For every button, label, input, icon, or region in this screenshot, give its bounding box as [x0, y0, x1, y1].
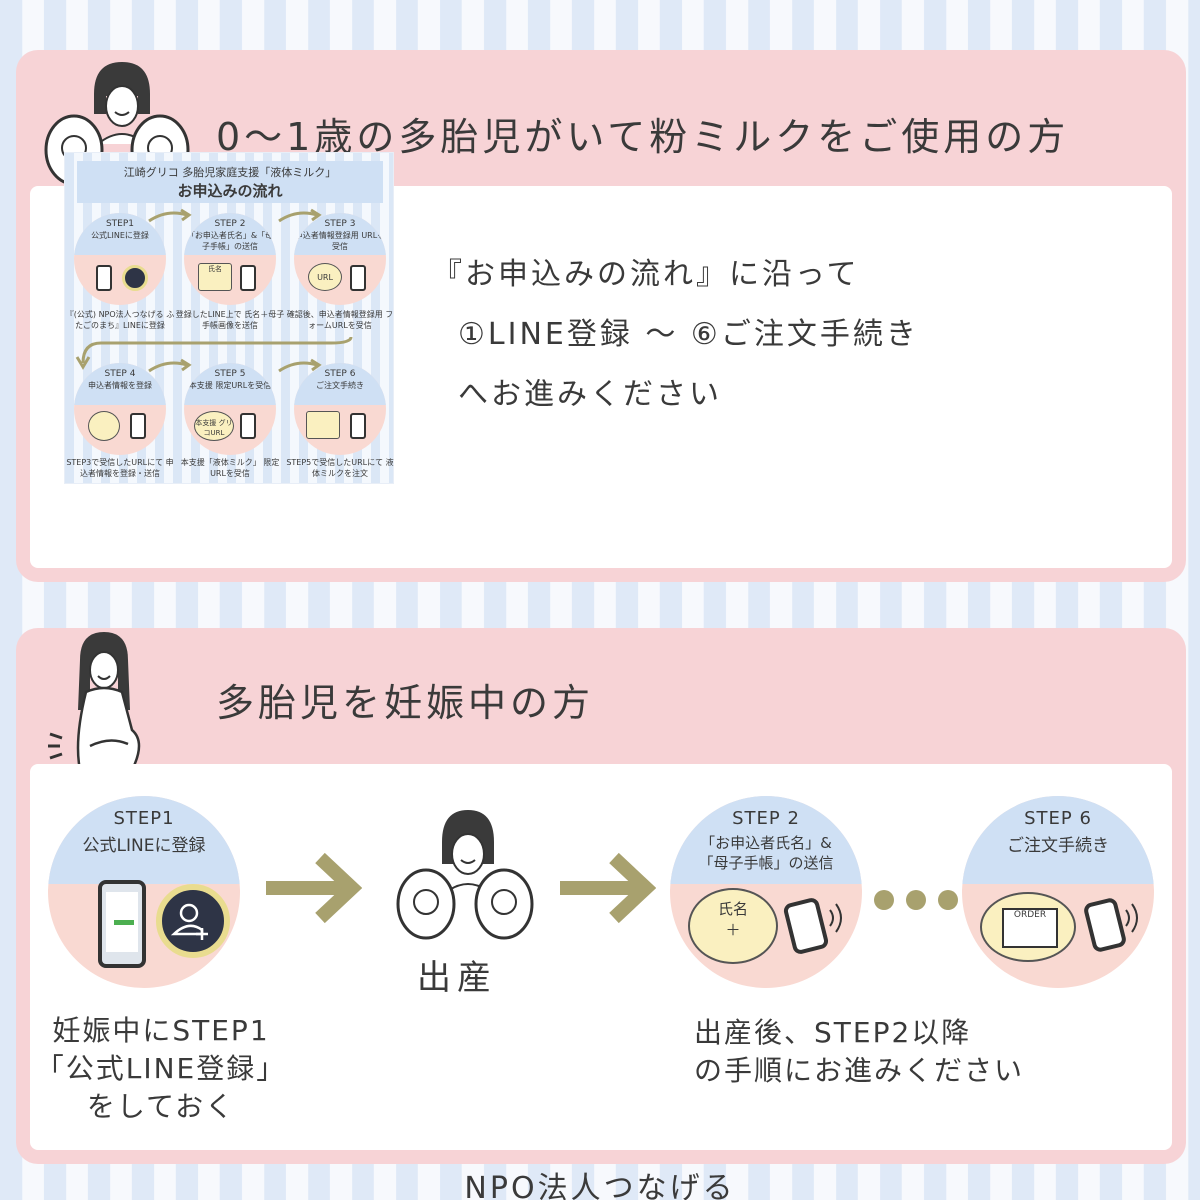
signal-icon [1125, 903, 1138, 933]
flow-step-caption: 登録したLINE上で 氏名＋母子手帳画像を送信 [175, 310, 285, 330]
name-card-icon: 氏名 [198, 263, 232, 291]
description-line-3: へお進みください [458, 377, 722, 412]
step-2-label: STEP 2 [732, 808, 800, 829]
add-friend-icon [156, 884, 230, 958]
step-1-label: STEP1 [113, 808, 175, 829]
signal-icon [829, 903, 842, 933]
phone-icon [782, 896, 830, 956]
step-1-circle: STEP1 公式LINEに登録 [48, 796, 240, 988]
step-1-note-line-2: 「公式LINE登録」 [35, 1052, 287, 1085]
order-icon: ORDER [980, 892, 1076, 962]
phone-icon [1082, 896, 1128, 954]
ellipsis-dots [874, 890, 970, 914]
flow-step-title: 本支援 限定URLを受信 [188, 381, 272, 390]
phone-icon [350, 413, 366, 439]
after-birth-note-line-1: 出産後、STEP2以降 [694, 1016, 972, 1049]
step-2-circle: STEP 2 「お申込者氏名」& 「母子手帳」の送信 氏名＋ [670, 796, 862, 988]
section-1-description: 『お申込みの流れ』に沿って ①LINE登録 〜 ⑥ご注文手続き へお進みください [432, 245, 919, 425]
section-1-title: 0〜1歳の多胎児がいて粉ミルクをご使用の方 [216, 115, 1070, 159]
flow-step-caption: 本支援「液体ミルク」 限定URLを受信 [180, 458, 280, 478]
flow-step-2: STEP 2 「お申込者氏名」&「母子手帳」の送信 氏名 [184, 213, 276, 305]
description-line-1: 『お申込みの流れ』に沿って [432, 257, 860, 292]
after-birth-note: 出産後、STEP2以降 の手順にお進みください [694, 1014, 1024, 1090]
flow-step-6: STEP 6 ご注文手続き [294, 363, 386, 455]
flow-header-title: お申込みの流れ [177, 182, 283, 200]
birth-label: 出産 [417, 958, 497, 998]
url-icon: URL [308, 263, 342, 291]
after-birth-note-line-2: の手順にお進みください [694, 1054, 1025, 1087]
flow-header-subtitle: 江崎グリコ 多胎児家庭支援「液体ミルク」 [123, 166, 337, 179]
mother-with-twins-icon [396, 810, 534, 940]
phone-icon [240, 413, 256, 439]
step-6-label: STEP 6 [1024, 808, 1092, 829]
flow-step-title: 「お申込者氏名」&「母子手帳」の送信 [186, 231, 274, 251]
flow-step-3: STEP 3 申込者情報登録用 URLを受信 URL [294, 213, 386, 305]
phone-icon [130, 413, 146, 439]
flow-step-caption: STEP5で受信したURLにて 液体ミルクを注文 [286, 458, 394, 478]
flow-step-label: STEP 5 [214, 369, 246, 379]
form-edit-icon [88, 411, 120, 441]
flow-step-4: STEP 4 申込者情報を登録 [74, 363, 166, 455]
flow-step-5: STEP 5 本支援 限定URLを受信 本支援 グリコURL [184, 363, 276, 455]
phone-icon [96, 265, 112, 291]
footer-org-name: NPO法人つなげる [464, 1171, 736, 1200]
glico-url-icon: 本支援 グリコURL [194, 411, 234, 441]
flow-step-label: STEP 4 [104, 369, 136, 379]
description-line-2: ①LINE登録 〜 ⑥ご注文手続き [458, 317, 919, 352]
flow-step-title: 公式LINEに登録 [91, 231, 149, 240]
pregnant-woman-icon [48, 632, 141, 770]
flow-step-caption: 『(公式) NPO法人つなげる ふたごのまち』LINEに登録 [65, 310, 175, 330]
add-friend-icon [122, 265, 148, 291]
flow-step-title: 申込者情報登録用 URLを受信 [294, 231, 386, 251]
step-1-note: 妊娠中にSTEP1 「公式LINE登録」 をしておく [26, 1012, 296, 1126]
step-1-title: 公式LINEに登録 [82, 836, 206, 856]
step-1-note-line-3: をしておく [86, 1090, 236, 1123]
right-arrow-icon [266, 852, 362, 924]
step-6-circle: STEP 6 ご注文手続き ORDER [962, 796, 1154, 988]
section-2-title: 多胎児を妊娠中の方 [216, 681, 595, 725]
flow-step-title: ご注文手続き [316, 381, 364, 390]
step-2-title-line-2: 「母子手帳」の送信 [698, 854, 834, 872]
flow-step-caption: STEP3で受信したURLにて 申込者情報を登録・送信 [66, 458, 174, 478]
step-1-note-line-1: 妊娠中にSTEP1 [52, 1014, 270, 1047]
phone-icon [240, 265, 256, 291]
flow-step-label: STEP 3 [324, 219, 356, 229]
phone-icon [350, 265, 366, 291]
step-2-title-line-1: 「お申込者氏名」& [700, 834, 832, 852]
phone-icon [98, 880, 146, 968]
flow-step-title: 申込者情報を登録 [88, 381, 152, 390]
flow-step-caption: 確認後、申込者情報登録用 フォームURLを受信 [286, 310, 394, 330]
application-flowchart: 江崎グリコ 多胎児家庭支援「液体ミルク」 お申込みの流れ STEP1 公式LINE… [64, 152, 394, 484]
flow-step-label: STEP 6 [324, 369, 356, 379]
name-documents-icon: 氏名＋ [688, 888, 778, 964]
flow-header: 江崎グリコ 多胎児家庭支援「液体ミルク」 お申込みの流れ [77, 161, 383, 203]
order-icon [306, 411, 340, 439]
flow-step-label: STEP1 [105, 219, 135, 229]
flow-step-label: STEP 2 [214, 219, 246, 229]
step-6-title: ご注文手続き [1007, 836, 1109, 856]
flow-step-1: STEP1 公式LINEに登録 [74, 213, 166, 305]
right-arrow-icon [560, 852, 656, 924]
